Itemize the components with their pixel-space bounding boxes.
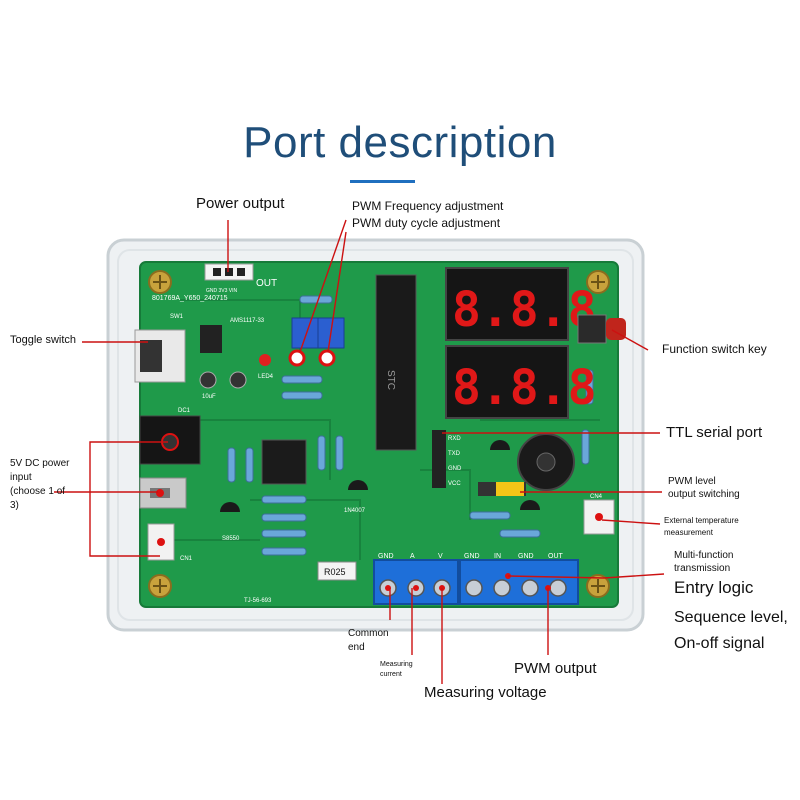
display-top [445,267,569,341]
svg-text:GND: GND [464,553,480,560]
screws [148,270,610,598]
label-dc-power-2: input [10,472,32,483]
svg-text:STC: STC [385,370,396,390]
label-function-key: Function switch key [662,342,767,356]
pot-frequency [291,317,319,349]
svg-text:TJ-56-693: TJ-56-693 [244,598,272,604]
label-pwm-output: PWM output [514,660,597,677]
pwm-level-jumper [496,482,524,496]
regulator [200,325,222,353]
label-dc-power-1: 5V DC power [10,458,70,469]
page-title: Port description [243,118,557,167]
svg-text:SW1: SW1 [170,314,184,320]
label-measuring-current-1: Measuring [380,661,413,668]
leader-lines [54,219,665,684]
svg-text:DC1: DC1 [178,408,191,414]
label-toggle-switch: Toggle switch [10,334,77,346]
label-multi-func-1: Multi-function [674,550,734,561]
svg-text:CN1: CN1 [180,556,193,562]
svg-text:GND: GND [448,466,462,472]
label-ext-temp-1: External temperature [664,516,739,525]
display-bottom-digits: 8.8.8 [452,360,597,416]
label-measuring-current-2: current [380,671,402,678]
opamp-chip [261,439,307,485]
label-power-output: Power output [196,195,285,212]
out-silk: OUT [256,278,277,289]
svg-text:AMS1117-33: AMS1117-33 [230,318,265,324]
svg-text:TXD: TXD [448,451,461,457]
label-entry-logic: Entry logic [674,578,754,597]
svg-text:GND: GND [518,553,534,560]
label-common-end-1: Common [348,628,389,639]
svg-text:1N4007: 1N4007 [344,508,366,514]
svg-text:OUT: OUT [548,553,564,560]
svg-text:RXD: RXD [448,436,461,442]
label-dc-power-3: (choose 1 of [10,486,66,497]
svg-text:A: A [410,553,415,560]
svg-text:10uF: 10uF [202,394,216,400]
svg-text:S8550: S8550 [222,536,240,542]
pins-silk: GND 3V3 VIN [206,288,238,294]
label-pwm-duty: PWM duty cycle adjustment [352,216,501,230]
label-pwm-level-1: PWM level [668,476,716,487]
title-underline [350,180,415,183]
label-pwm-frequency: PWM Frequency adjustment [352,199,504,213]
svg-text:LED4: LED4 [258,374,274,380]
mcu-chip [375,274,417,451]
label-pwm-level-2: output switching [668,489,740,500]
svg-text:CN4: CN4 [590,494,603,500]
label-ttl-serial: TTL serial port [666,424,763,441]
label-common-end-2: end [348,642,365,653]
display-bottom [445,345,569,419]
svg-text:IN: IN [494,553,501,560]
svg-text:GND: GND [378,553,394,560]
label-onoff-signal: On-off signal [674,635,765,652]
display-top-digits: 8.8.8 [452,282,597,338]
label-multi-func-2: transmission [674,563,731,574]
svg-text:V: V [438,553,443,560]
label-ext-temp-2: measurement [664,528,713,537]
label-measuring-voltage: Measuring voltage [424,684,547,701]
label-dc-power-4: 3) [10,500,19,511]
svg-text:R025: R025 [324,567,346,577]
svg-text:VCC: VCC [448,481,461,487]
serial-header [432,430,446,488]
model-silk: 801769A_Y650_240715 [152,295,228,302]
label-sequence-level: Sequence level, [674,609,788,626]
